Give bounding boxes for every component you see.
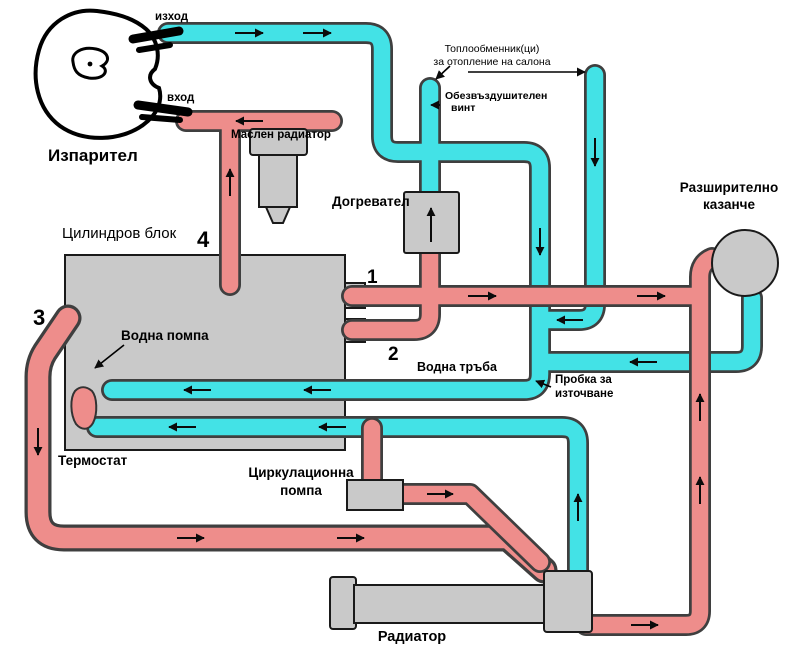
water-pump-pointer	[94, 344, 125, 369]
heat-exchanger-note-line1: Топлообменник(ци)	[445, 43, 540, 55]
flow-arrows	[33, 28, 705, 630]
drain-plug-label-line1: Пробка за	[555, 374, 612, 386]
evaporator-dot	[87, 61, 93, 67]
oil-radiator-body	[258, 154, 298, 208]
evaporator-outlet-nozzle	[128, 26, 184, 44]
radiator	[329, 570, 593, 633]
circulation-pump-label-line2: помпа	[280, 483, 322, 498]
number-1: 1	[367, 267, 378, 288]
thermostat-label: Термостат	[58, 453, 128, 468]
radiator-left-cap	[329, 576, 357, 630]
number-3: 3	[33, 305, 45, 330]
expansion-tank	[711, 229, 779, 297]
inlet-label: вход	[167, 92, 195, 104]
drain-plug-label-line2: източване	[555, 388, 613, 400]
radiator-label: Радиатор	[378, 629, 446, 645]
cylinder-block-label: Цилиндров блок	[62, 225, 177, 242]
expansion-tank-label-line1: Разширително	[680, 180, 778, 195]
circulation-pump	[346, 479, 404, 511]
evaporator-inlet-nozzle	[133, 100, 193, 117]
water-pump-label: Водна помпа	[121, 328, 209, 343]
water-pipe-label: Водна тръба	[417, 360, 498, 374]
number-2: 2	[388, 344, 399, 365]
circulation-pump-label-line1: Циркулационна	[248, 465, 354, 480]
radiator-body	[353, 584, 547, 624]
evaporator-outlet-nozzle-2	[136, 42, 173, 53]
outlet-label: изход	[155, 11, 189, 23]
heat-exchanger-pointer-1	[435, 65, 451, 80]
evaporator	[33, 8, 193, 140]
oil-radiator-tip	[264, 206, 292, 224]
thermostat	[70, 386, 98, 430]
drain-plug-pointer	[535, 379, 552, 389]
radiator-outlet-housing	[543, 570, 593, 633]
heat-exchanger-note-line2: за отопление на салона	[433, 56, 550, 68]
evaporator-inlet-nozzle-2	[139, 114, 183, 123]
evaporator-label: Изпарител	[48, 146, 138, 165]
oil-radiator-label: Маслен радиатор	[231, 129, 331, 141]
bleed-screw-label-line1: Обезвъздушителен	[445, 90, 547, 102]
bleed-screw-label-line2: винт	[451, 102, 475, 114]
expansion-tank-label-line2: казанче	[703, 197, 755, 212]
oil-radiator	[249, 128, 308, 224]
heater-label: Догревател	[332, 194, 410, 209]
number-4: 4	[197, 227, 210, 252]
annotation-pointers	[94, 65, 586, 389]
